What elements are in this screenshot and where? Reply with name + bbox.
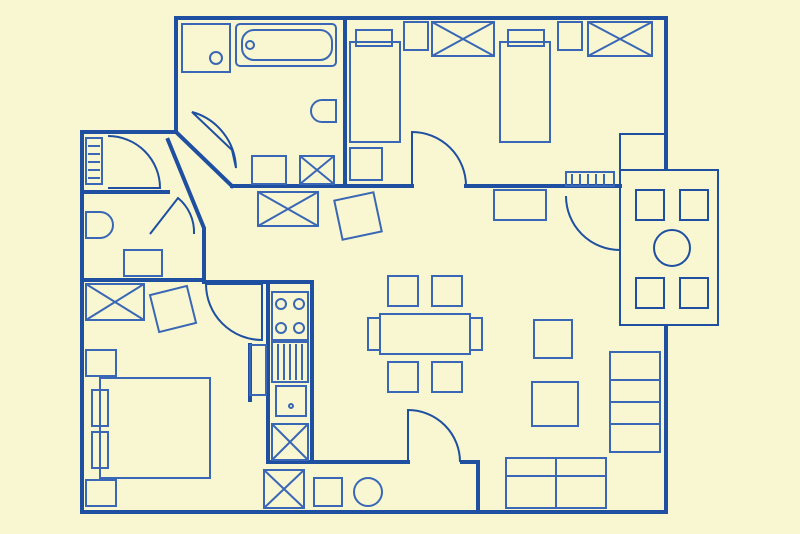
hall-cabinet [263, 469, 305, 509]
wardrobe [431, 21, 495, 57]
side-table [493, 189, 547, 221]
double-wardrobe-cross [85, 283, 145, 321]
entry-radiator-fins [88, 145, 100, 179]
balcony-chair [635, 189, 665, 221]
kitchen-counter [271, 341, 309, 383]
bedroom-nightstand [85, 479, 117, 507]
shoe-cabinet [257, 191, 319, 227]
dining-chair [387, 275, 419, 307]
bathtub-drain [245, 40, 255, 50]
closet-door [149, 196, 196, 235]
hall-chair [333, 191, 383, 241]
fixtures [85, 21, 661, 509]
burner [275, 298, 287, 310]
double-wardrobe [85, 283, 145, 321]
double-bedroom-door [205, 283, 263, 342]
doors [107, 111, 621, 463]
dining-chair [431, 361, 463, 393]
balcony [619, 133, 719, 326]
shower-tray [181, 23, 231, 73]
washing-machine [299, 155, 335, 185]
shower-drain [209, 51, 223, 65]
armchair [533, 319, 573, 359]
double-bed [99, 377, 211, 479]
sofa-right-seams [610, 379, 660, 425]
burner [293, 322, 305, 334]
single-bed-left-pillow [355, 29, 393, 47]
kitchen-sink [275, 385, 307, 417]
balcony-chair [679, 189, 709, 221]
hall-bottom-wall [266, 460, 480, 514]
kitchen-side-wall [266, 280, 314, 464]
radiator [565, 171, 615, 187]
burner [275, 322, 287, 334]
hall-door [407, 408, 461, 463]
dining-chair [387, 361, 419, 393]
radiator-fins [571, 174, 605, 186]
entry-radiator [85, 137, 103, 185]
balcony-step [619, 133, 667, 171]
bath-door [191, 111, 237, 169]
double-bed-pillow [91, 431, 109, 469]
guest-sink [123, 249, 163, 277]
balcony-table [653, 229, 691, 267]
hall-diagonal-wall [173, 129, 235, 189]
stove [271, 291, 309, 341]
coffee-table [531, 381, 579, 427]
balcony-door [565, 195, 621, 252]
single-bed-right-pillow [507, 29, 545, 47]
guest-toilet [85, 211, 114, 239]
hall-diagonal-wall-2 [165, 137, 206, 282]
washing-machine-cross [299, 155, 335, 185]
bedroom-door [411, 130, 467, 187]
single-bed-left [349, 41, 401, 143]
entry-door [107, 135, 162, 189]
wardrobe [587, 21, 653, 57]
shoe-cabinet-cross [257, 191, 319, 227]
desk-chair [349, 147, 383, 181]
bath-toilet [310, 99, 337, 123]
dining-chair [431, 275, 463, 307]
single-bed-right [499, 41, 551, 143]
wardrobe-cross [587, 21, 653, 57]
dining-chair-end [367, 317, 381, 351]
hall-stool [313, 477, 343, 507]
kitchen-counter-lines [277, 344, 303, 380]
dining-chair-end [469, 317, 483, 351]
bathtub [235, 23, 337, 67]
burner [293, 298, 305, 310]
fridge [271, 423, 309, 461]
nightstand [557, 21, 583, 51]
wardrobe-cross [431, 21, 495, 57]
bedroom-nightstand [85, 349, 117, 377]
bathtub-inner [241, 29, 333, 61]
double-bed-pillow [91, 389, 109, 427]
bedroom-chair [148, 284, 198, 334]
fridge-cross [271, 423, 309, 461]
bedroom-radiator [249, 344, 267, 396]
balcony-chair [635, 277, 665, 309]
walls [80, 16, 668, 514]
nightstand [403, 21, 429, 51]
sofa-bottom-seams [506, 458, 606, 508]
hall-plant [353, 477, 383, 507]
bath-sink [251, 155, 287, 185]
outer-wall [80, 16, 668, 514]
kitchen-sink-drain [288, 403, 294, 409]
hall-cabinet-cross [263, 469, 305, 509]
balcony-chair [679, 277, 709, 309]
